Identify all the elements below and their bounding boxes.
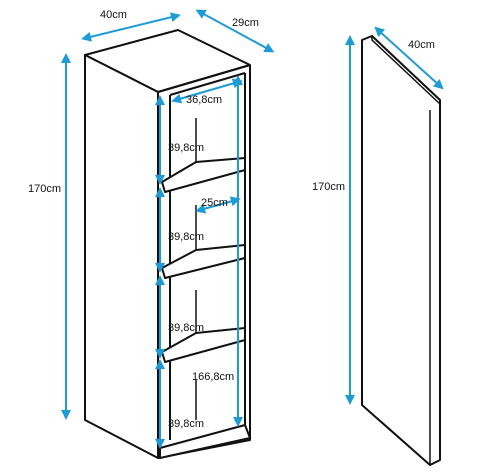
- door-panel: [361, 35, 441, 466]
- label-shelf-2: 39,8cm: [168, 231, 204, 243]
- shelf-1: [161, 157, 246, 193]
- cabinet-left-panel: [84, 54, 159, 459]
- label-door-width: 40cm: [408, 39, 435, 51]
- arrow-inner-depth: [195, 196, 241, 214]
- arrow-width-top: [81, 12, 181, 42]
- label-shelf-3: 39,8cm: [168, 322, 204, 334]
- shelf-2: [161, 244, 246, 279]
- cabinet-bottom-shelf: [159, 424, 251, 459]
- arrow-door-width: [374, 26, 444, 90]
- door-dimension-arrows: [345, 26, 444, 405]
- arrow-inner-width: [171, 78, 243, 104]
- cabinet-body: [84, 29, 251, 459]
- label-inner-width: 36,8cm: [186, 94, 222, 106]
- label-shelf-4: 39,8cm: [168, 418, 204, 430]
- label-width-top: 40cm: [100, 9, 127, 21]
- label-inner-height: 166,8cm: [192, 371, 234, 383]
- label-inner-depth: 25cm: [201, 197, 228, 209]
- label-door-height: 170cm: [312, 181, 345, 193]
- label-shelf-1: 39,8cm: [168, 142, 204, 154]
- arrow-depth-top: [195, 9, 275, 53]
- label-height-left: 170cm: [28, 183, 61, 195]
- cabinet-dimension-arrows: [61, 9, 275, 449]
- label-depth-top: 29cm: [232, 17, 259, 29]
